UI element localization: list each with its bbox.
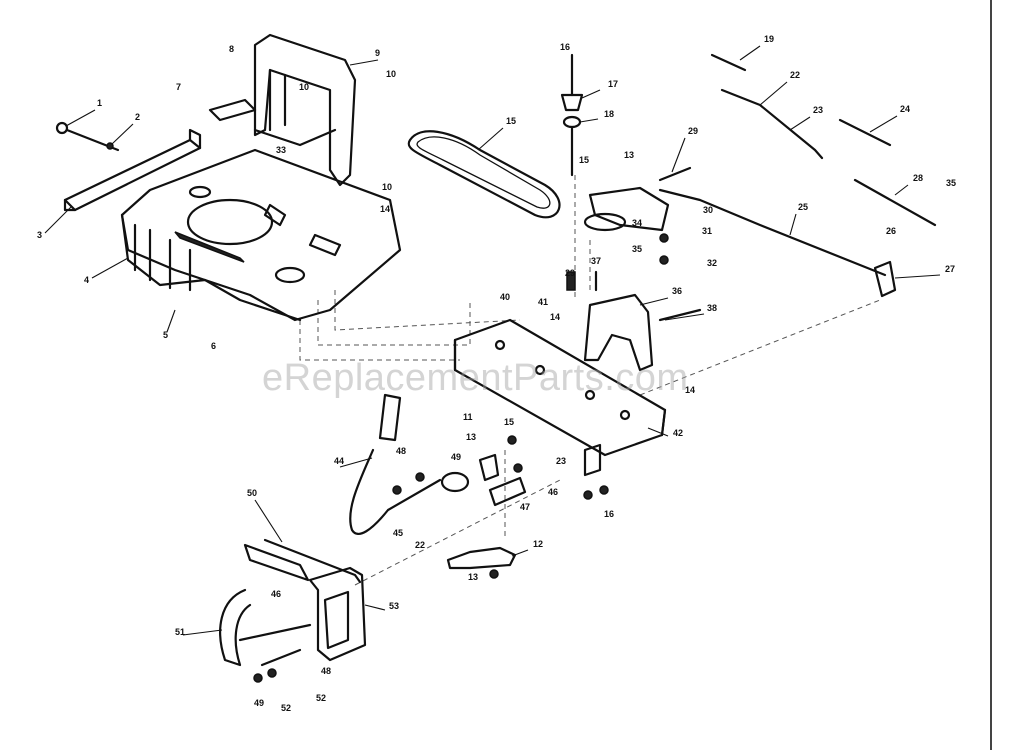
callout-number: 24 (900, 104, 910, 114)
callout-number: 9 (375, 48, 380, 58)
callout-number: 49 (451, 452, 461, 462)
callout-number: 31 (702, 226, 712, 236)
pedal-assembly (219, 538, 367, 683)
springs-upper (658, 53, 892, 182)
callout-number: 25 (798, 202, 808, 212)
callout-number: 7 (176, 82, 181, 92)
callout-number: 30 (703, 205, 713, 215)
callout-number: 47 (520, 502, 530, 512)
callout-number: 22 (790, 70, 800, 80)
callout-number: 41 (538, 297, 548, 307)
callout-number: 12 (533, 539, 543, 549)
callout-number: 13 (468, 572, 478, 582)
bolt-and-nut (55, 121, 120, 152)
assembly-guide-lines (299, 175, 881, 586)
lower-frame-plate (453, 318, 667, 477)
callout-number: 23 (556, 456, 566, 466)
callout-number: 52 (281, 703, 291, 713)
leader-lines (44, 45, 941, 636)
mounting-plate (120, 148, 402, 322)
callout-number: 14 (685, 385, 695, 395)
callout-number: 27 (945, 264, 955, 274)
drive-belt (407, 130, 561, 219)
callout-number: 10 (299, 82, 309, 92)
callout-number: 33 (276, 145, 286, 155)
callout-number: 15 (504, 417, 514, 427)
upright-bracket (208, 33, 357, 187)
callout-number: 49 (254, 698, 264, 708)
callout-number: 36 (672, 286, 682, 296)
callout-number: 32 (707, 258, 717, 268)
callout-number: 16 (560, 42, 570, 52)
callout-number: 14 (550, 312, 560, 322)
callout-number: 45 (393, 528, 403, 538)
callout-number: 13 (466, 432, 476, 442)
callout-number: 48 (396, 446, 406, 456)
callout-number: 10 (386, 69, 396, 79)
pulley-bracket (583, 186, 670, 265)
callout-number: 6 (211, 341, 216, 351)
callout-number: 53 (389, 601, 399, 611)
callout-number: 4 (84, 275, 89, 285)
side-rail (63, 128, 202, 212)
callout-number: 35 (946, 178, 956, 188)
callout-number: 44 (334, 456, 344, 466)
callout-number: 26 (886, 226, 896, 236)
callout-number: 34 (632, 218, 642, 228)
callout-number: 15 (506, 116, 516, 126)
callout-number: 52 (316, 693, 326, 703)
page-edge-rule (990, 0, 992, 750)
callout-number: 18 (604, 109, 614, 119)
lower-bracket (446, 546, 517, 579)
callout-number: 10 (382, 182, 392, 192)
upright-support (583, 293, 702, 372)
callout-number: 5 (163, 330, 168, 340)
callout-number: 14 (380, 204, 390, 214)
callout-number: 3 (37, 230, 42, 240)
callout-number: 17 (608, 79, 618, 89)
callout-number: 50 (247, 488, 257, 498)
callout-number: 35 (632, 244, 642, 254)
small-spring (566, 270, 598, 292)
callout-number: 2 (135, 112, 140, 122)
callout-number: 46 (548, 487, 558, 497)
rod-clevis (873, 260, 897, 298)
callout-number: 37 (591, 256, 601, 266)
callout-number: 46 (271, 589, 281, 599)
callout-number: 11 (463, 412, 473, 422)
callout-number: 29 (688, 126, 698, 136)
pedal-linkage (349, 393, 609, 535)
control-rods (658, 88, 937, 277)
callout-number: 22 (415, 540, 425, 550)
callout-number: 13 (624, 150, 634, 160)
callout-number: 28 (913, 173, 923, 183)
callout-number: 23 (813, 105, 823, 115)
callout-number: 19 (764, 34, 774, 44)
callout-number: 1 (97, 98, 102, 108)
callout-number: 38 (707, 303, 717, 313)
callout-number: 48 (321, 666, 331, 676)
callout-number: 16 (604, 509, 614, 519)
callout-number: 42 (673, 428, 683, 438)
callout-number: 29 (565, 268, 575, 278)
callout-number: 40 (500, 292, 510, 302)
callout-number: 8 (229, 44, 234, 54)
callout-number: 15 (579, 155, 589, 165)
callout-number: 51 (175, 627, 185, 637)
